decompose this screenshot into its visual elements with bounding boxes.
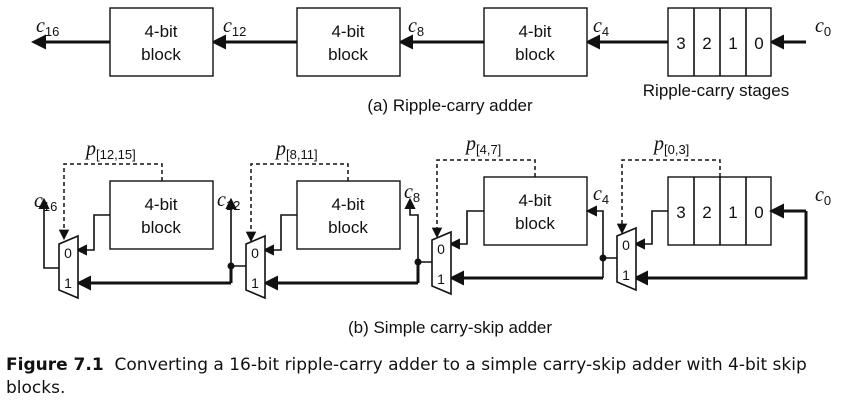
- block-label-line1: 4-bit: [331, 22, 364, 41]
- wire-c0-skip: [633, 211, 808, 286]
- carry-sub: 8: [413, 190, 420, 205]
- block-label-line2: block: [328, 45, 368, 64]
- wire-block47-out: [448, 210, 484, 250]
- p-sub: [0,3]: [664, 142, 689, 157]
- carry-sub: 16: [43, 199, 57, 214]
- carry-label-c4: c4: [593, 15, 609, 39]
- block-label-line1: 4-bit: [144, 22, 177, 41]
- junction-dot: [599, 254, 607, 262]
- figure-caption: Figure 7.1 Converting a 16-bit ripple-ca…: [6, 354, 854, 400]
- carry-sub: 8: [417, 24, 424, 39]
- figure-caption-text: Converting a 16-bit ripple-carry adder t…: [6, 355, 807, 398]
- dash-p-8-11: [245, 163, 349, 243]
- mux-0-3: 0 1: [616, 226, 637, 292]
- mux-input-label: 1: [437, 271, 445, 287]
- block-label-line1: 4-bit: [518, 22, 551, 41]
- p-label-0-3: p[0,3]: [652, 133, 689, 157]
- carry-label-c4: c4: [593, 183, 609, 207]
- block-4-7-b: [483, 176, 588, 246]
- block-label-line2: block: [515, 45, 555, 64]
- dash-p-4-7: [431, 159, 536, 239]
- stage-label: 2: [702, 203, 711, 222]
- carry-sub: 12: [232, 24, 246, 39]
- wire-c8-b: [404, 197, 432, 263]
- block-4-7-a: [483, 7, 588, 77]
- carry-sub: 0: [824, 193, 831, 208]
- wire-block811-out: [262, 214, 297, 256]
- carry-label-c16: c16: [34, 190, 57, 214]
- block-12-15-b: [109, 180, 214, 250]
- p-label-4-7: p[4,7]: [464, 133, 501, 157]
- carry-sub: 0: [824, 24, 831, 39]
- carry-sub: 4: [602, 192, 609, 207]
- carry-label-c0: c0: [815, 15, 831, 39]
- figure-number: Figure 7.1: [6, 355, 104, 375]
- stage-label: 0: [754, 203, 763, 222]
- block-label-line2: block: [141, 45, 181, 64]
- mux-input-label: 1: [251, 275, 259, 291]
- mux-4-7: 0 1: [431, 230, 452, 296]
- block-label-line2: block: [515, 214, 555, 233]
- block-12-15-a: [109, 7, 214, 77]
- ripple-stages-b: 3 2 1 0: [667, 176, 772, 246]
- carry-label-c16: c16: [36, 15, 59, 39]
- mux-12-15: 0 1: [58, 234, 79, 300]
- carry-label-c12: c12: [217, 189, 240, 213]
- wire-c16-b: [38, 197, 59, 269]
- mux-input-label: 0: [622, 237, 630, 253]
- carry-label-c12: c12: [223, 15, 246, 39]
- p-sub: [12,15]: [96, 147, 136, 162]
- wire-c12-b: [225, 197, 246, 267]
- carry-label-c0: c0: [815, 184, 831, 208]
- block-label-line2: block: [328, 218, 368, 237]
- stage-label: 1: [728, 203, 737, 222]
- p-label-12-15: p[12,15]: [84, 138, 136, 162]
- caption-a: (a) Ripple-carry adder: [367, 96, 533, 115]
- stage-label: 3: [676, 203, 685, 222]
- ripple-carry-adder: 4-bit block 4-bit block 4-bit block 3 2 …: [31, 7, 831, 115]
- mux-input-label: 1: [64, 275, 72, 291]
- wire-block1215-out: [75, 214, 110, 256]
- mux-input-label: 0: [64, 245, 72, 261]
- stage-label: 2: [702, 34, 711, 53]
- stage-label: 1: [728, 34, 737, 53]
- wire-c4-b: [585, 205, 617, 259]
- mux-8-11: 0 1: [245, 234, 266, 300]
- p-sub: [8,11]: [286, 147, 318, 162]
- carry-sub: 12: [226, 198, 240, 213]
- block-8-11-a: [296, 7, 401, 77]
- stage-label: 3: [676, 34, 685, 53]
- p-sub: [4,7]: [476, 142, 501, 157]
- carry-label-c8: c8: [404, 181, 420, 205]
- p-label-8-11: p[8,11]: [274, 138, 318, 162]
- wire-stage-out: [633, 210, 668, 250]
- block-label-line1: 4-bit: [518, 191, 551, 210]
- carry-skip-adder: 4-bit block 4-bit block 4-bit block 3 2 …: [34, 133, 831, 337]
- block-label-line1: 4-bit: [144, 195, 177, 214]
- mux-input-label: 0: [251, 245, 259, 261]
- stage-label: 0: [754, 34, 763, 53]
- carry-label-c8: c8: [408, 15, 424, 39]
- dash-p-0-3: [616, 159, 721, 235]
- mux-input-label: 0: [437, 241, 445, 257]
- mux-input-label: 1: [622, 267, 630, 283]
- carry-sub: 16: [45, 24, 59, 39]
- carry-skip-diagram: 4-bit block 4-bit block 4-bit block 3 2 …: [31, 7, 831, 337]
- block-label-line1: 4-bit: [331, 195, 364, 214]
- caption-b: (b) Simple carry-skip adder: [348, 318, 552, 337]
- carry-sub: 4: [602, 24, 609, 39]
- stages-label: Ripple-carry stages: [643, 81, 789, 100]
- ripple-stages-a: 3 2 1 0: [667, 7, 772, 77]
- block-8-11-b: [296, 180, 401, 250]
- dash-p-12-15: [58, 163, 163, 241]
- block-label-line2: block: [141, 218, 181, 237]
